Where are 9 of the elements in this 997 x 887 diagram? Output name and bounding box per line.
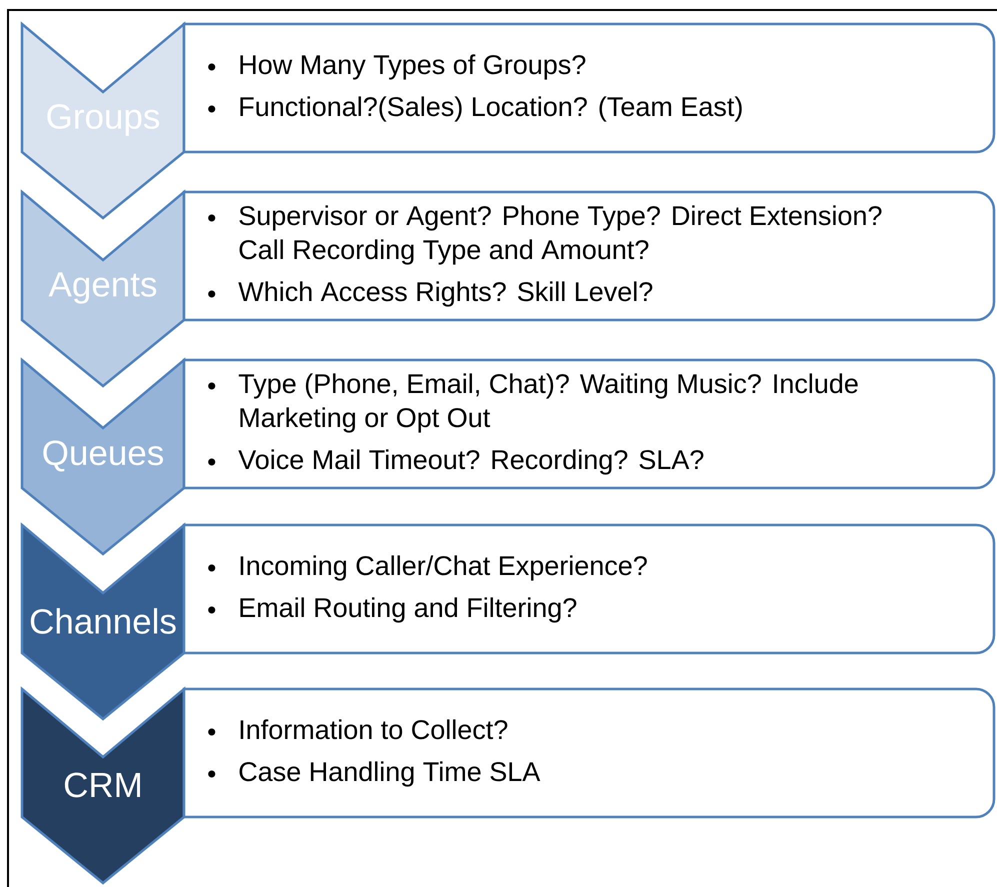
step-banner: Agents — [20, 189, 186, 388]
text-box: Type (Phone, Email, Chat)? Waiting Music? Include Marketing or Opt Out Voice Mail Timeout? Recording? SLA? — [182, 358, 996, 490]
text-box: Incoming Caller/Chat Experience? Email Routing and Filtering? — [182, 524, 996, 654]
step-banner: CRM — [20, 686, 186, 885]
text-box: Information to Collect? Case Handling Time SLA — [182, 688, 996, 818]
step-banner: Queues — [20, 357, 186, 556]
step-banner: Channels — [20, 522, 186, 721]
text-box: How Many Types of Groups? Functional?(Sales) Location? (Team East) — [182, 22, 996, 154]
text-box: Supervisor or Agent? Phone Type? Direct Extension? Call Recording Type and Amount? Which Access Rights? Skill Level? — [182, 190, 996, 322]
